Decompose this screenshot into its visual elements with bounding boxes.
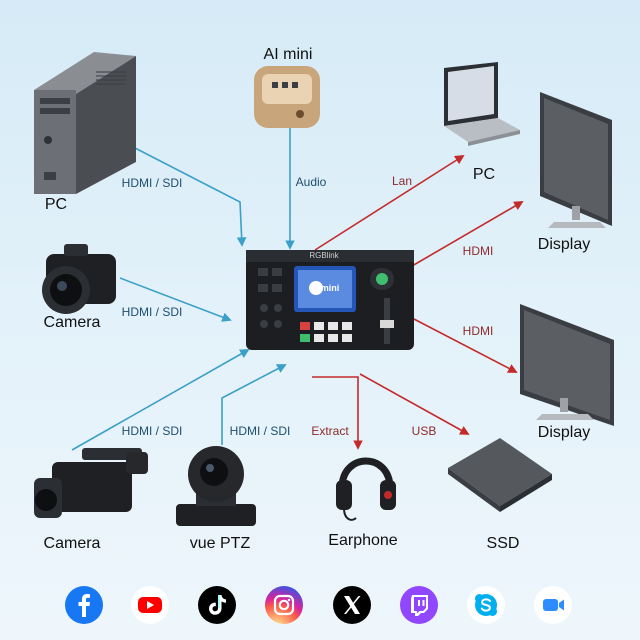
conn-label-hdmi-top: HDMI [462, 244, 494, 258]
conn-label-audio: Audio [295, 175, 327, 189]
device-label-pc-right: PC [472, 166, 496, 183]
arrow-ssd [359, 373, 470, 435]
device-label-vue-ptz: vue PTZ [189, 535, 251, 552]
conn-label-pc-left: HDMI / SDI [121, 176, 183, 190]
arrow-camera-bottom [71, 349, 250, 451]
twitch-icon[interactable] [400, 586, 438, 624]
device-label-camera-left: Camera [43, 314, 101, 331]
device-label-display-top: Display [537, 236, 591, 253]
arrow-pc-left [134, 147, 247, 247]
tiktok-icon[interactable] [198, 586, 236, 624]
conn-label-usb: USB [411, 424, 437, 438]
device-label-earphone: Earphone [328, 532, 398, 549]
zoom-icon[interactable] [534, 586, 572, 624]
conn-label-hdmi-bottom: HDMI [462, 324, 494, 338]
device-label-ai-mini: AI mini [263, 46, 313, 63]
arrow-earphone [312, 376, 363, 450]
arrow-display-bottom [411, 317, 518, 373]
x-icon[interactable] [333, 586, 371, 624]
instagram-icon[interactable] [265, 586, 303, 624]
conn-label-vue-ptz: HDMI / SDI [229, 424, 291, 438]
device-label-pc-left: PC [44, 196, 68, 213]
youtube-icon[interactable] [131, 586, 169, 624]
arrow-camera-left [119, 277, 232, 322]
switcher-brand-label: RGBlink [309, 251, 339, 260]
conn-label-extract: Extract [311, 424, 349, 438]
facebook-icon[interactable] [65, 586, 103, 624]
arrow-vue-ptz [221, 364, 287, 445]
arrow-lan [314, 154, 465, 251]
device-label-camera-bottom: Camera [43, 535, 101, 552]
skype-icon[interactable] [467, 586, 505, 624]
device-label-ssd: SSD [486, 535, 520, 552]
device-label-display-bottom: Display [537, 424, 591, 441]
conn-label-camera-left: HDMI / SDI [121, 305, 183, 319]
conn-label-lan: Lan [391, 174, 413, 188]
arrow-display-top [411, 201, 524, 267]
conn-label-camera-bottom: HDMI / SDI [121, 424, 183, 438]
switcher-model-label: mini [320, 283, 340, 293]
